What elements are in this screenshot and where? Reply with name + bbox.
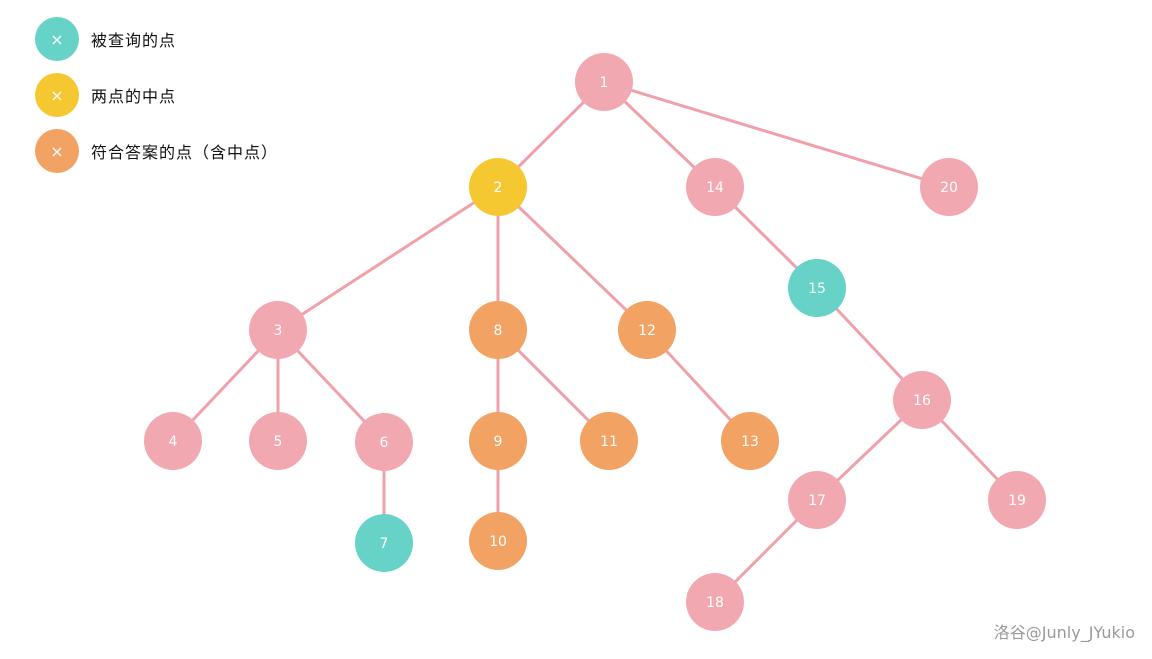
node-circle: [721, 412, 779, 470]
node-label: 7: [380, 536, 389, 552]
node-circle: [469, 158, 527, 216]
node-circle: [788, 259, 846, 317]
tree-node-15: 15: [788, 259, 846, 317]
legend: × 被查询的点 × 两点的中点 × 符合答案的点（含中点）: [35, 17, 278, 185]
tree-node-19: 19: [988, 471, 1046, 529]
node-label: 8: [494, 323, 503, 339]
node-circle: [469, 301, 527, 359]
tree-node-4: 4: [144, 412, 202, 470]
x-icon: ×: [35, 129, 79, 173]
legend-item-query: × 被查询的点: [35, 17, 278, 61]
node-label: 13: [741, 434, 759, 450]
node-label: 12: [638, 323, 656, 339]
node-circle: [469, 412, 527, 470]
node-label: 17: [808, 493, 826, 509]
node-circle: [618, 301, 676, 359]
node-label: 18: [706, 595, 724, 611]
tree-node-16: 16: [893, 371, 951, 429]
node-circle: [893, 371, 951, 429]
node-circle: [144, 412, 202, 470]
node-circle: [355, 413, 413, 471]
legend-label: 两点的中点: [91, 87, 177, 106]
tree-node-9: 9: [469, 412, 527, 470]
tree-node-14: 14: [686, 158, 744, 216]
legend-label: 被查询的点: [91, 31, 177, 50]
tree-node-6: 6: [355, 413, 413, 471]
tree-node-18: 18: [686, 573, 744, 631]
x-icon: ×: [35, 73, 79, 117]
node-circle: [580, 412, 638, 470]
tree-node-17: 17: [788, 471, 846, 529]
legend-item-midpoint: × 两点的中点: [35, 73, 278, 117]
tree-node-2: 2: [469, 158, 527, 216]
x-icon: ×: [35, 17, 79, 61]
node-label: 16: [913, 393, 931, 409]
tree-node-13: 13: [721, 412, 779, 470]
node-label: 15: [808, 281, 826, 297]
node-circle: [575, 53, 633, 111]
node-label: 11: [600, 434, 618, 450]
node-label: 1: [600, 75, 609, 91]
tree-edge: [603, 80, 950, 189]
node-circle: [988, 471, 1046, 529]
node-label: 20: [940, 180, 958, 196]
node-label: 3: [274, 323, 283, 339]
tree-node-11: 11: [580, 412, 638, 470]
tree-edge: [496, 185, 649, 332]
tree-node-1: 1: [575, 53, 633, 111]
tree-node-3: 3: [249, 301, 307, 359]
node-label: 6: [380, 435, 389, 451]
tree-node-7: 7: [355, 514, 413, 572]
node-circle: [920, 158, 978, 216]
tree-node-8: 8: [469, 301, 527, 359]
node-circle: [355, 514, 413, 572]
node-label: 9: [494, 434, 503, 450]
tree-node-20: 20: [920, 158, 978, 216]
node-label: 4: [169, 434, 178, 450]
legend-item-answer: × 符合答案的点（含中点）: [35, 129, 278, 173]
node-circle: [249, 412, 307, 470]
node-label: 2: [494, 180, 503, 196]
node-label: 19: [1008, 493, 1026, 509]
tree-node-5: 5: [249, 412, 307, 470]
legend-label: 符合答案的点（含中点）: [91, 143, 279, 162]
tree-node-12: 12: [618, 301, 676, 359]
node-circle: [686, 573, 744, 631]
node-label: 10: [489, 534, 507, 550]
node-circle: [788, 471, 846, 529]
node-label: 5: [274, 434, 283, 450]
node-circle: [469, 512, 527, 570]
node-label: 14: [706, 180, 724, 196]
node-circle: [686, 158, 744, 216]
tree-node-10: 10: [469, 512, 527, 570]
watermark: 洛谷@Junly_JYukio: [993, 623, 1135, 642]
tree-edge: [277, 185, 499, 332]
node-circle: [249, 301, 307, 359]
